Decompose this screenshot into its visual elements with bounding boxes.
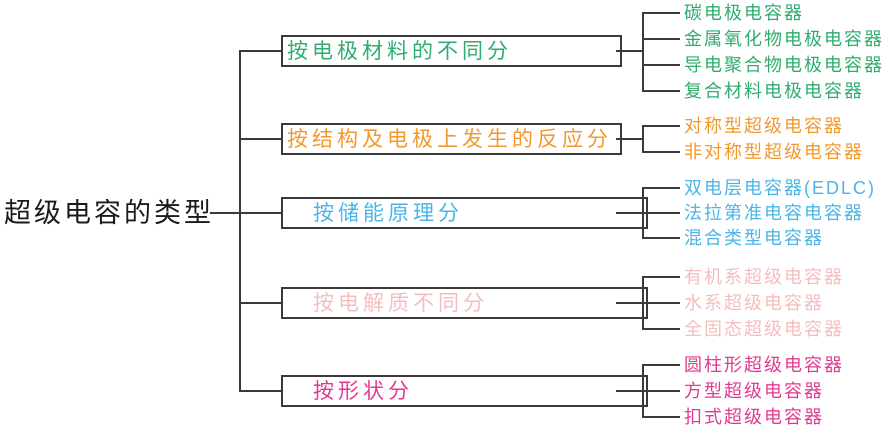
leaf-item: 双电层电容器(EDLC) bbox=[684, 178, 877, 198]
trunk-line bbox=[239, 50, 241, 392]
branch4-left-line bbox=[239, 302, 283, 304]
leaf-item: 法拉第准电容电容器 bbox=[684, 203, 864, 223]
leaf-item: 有机系超级电容器 bbox=[684, 267, 844, 287]
category-box-energy-storage-principle: 按储能原理分 bbox=[281, 197, 648, 229]
leaf-tick bbox=[642, 416, 680, 418]
category-box-electrode-material: 按电极材料的不同分 bbox=[281, 35, 622, 67]
category-label: 按形状分 bbox=[313, 379, 413, 403]
leaf-tick bbox=[642, 187, 680, 189]
branch5-left-line bbox=[239, 390, 283, 392]
leaf-tick bbox=[642, 302, 680, 304]
leaf-item: 扣式超级电容器 bbox=[684, 407, 824, 427]
branch2-left-line bbox=[239, 138, 283, 140]
branch5-right-line bbox=[616, 390, 643, 392]
leaf-tick bbox=[642, 276, 680, 278]
branch4-right-line bbox=[616, 302, 643, 304]
leaf-item: 非对称型超级电容器 bbox=[684, 142, 864, 162]
category-box-shape: 按形状分 bbox=[281, 375, 648, 407]
leaf-item: 导电聚合物电极电容器 bbox=[684, 55, 884, 75]
category-box-electrolyte: 按电解质不同分 bbox=[281, 287, 648, 319]
branch1-left-line bbox=[239, 50, 283, 52]
leaf-item: 混合类型电容器 bbox=[684, 228, 824, 248]
leaf-tick bbox=[642, 390, 680, 392]
leaf-item: 复合材料电极电容器 bbox=[684, 81, 864, 101]
leaf-item: 水系超级电容器 bbox=[684, 293, 824, 313]
branch1-right-line bbox=[616, 50, 643, 52]
leaf-tick bbox=[642, 364, 680, 366]
leaf-item: 方型超级电容器 bbox=[684, 381, 824, 401]
category-label: 按结构及电极上发生的反应分 bbox=[287, 127, 612, 151]
root-connector-line bbox=[210, 212, 283, 214]
leaf-item: 碳电极电容器 bbox=[684, 3, 804, 23]
leaf-tick bbox=[642, 237, 680, 239]
group1-bracket-line bbox=[642, 12, 644, 92]
leaf-tick bbox=[642, 12, 680, 14]
leaf-tick bbox=[642, 64, 680, 66]
group2-bracket-line bbox=[642, 125, 644, 153]
leaf-item: 金属氧化物电极电容器 bbox=[684, 29, 884, 49]
category-label: 按储能原理分 bbox=[313, 201, 463, 225]
leaf-item: 圆柱形超级电容器 bbox=[684, 355, 844, 375]
leaf-item: 对称型超级电容器 bbox=[684, 116, 844, 136]
leaf-tick bbox=[642, 125, 680, 127]
leaf-tick bbox=[642, 38, 680, 40]
leaf-tick bbox=[642, 328, 680, 330]
branch3-right-line bbox=[616, 212, 643, 214]
leaf-tick bbox=[642, 212, 680, 214]
category-label: 按电解质不同分 bbox=[313, 291, 488, 315]
leaf-item: 全固态超级电容器 bbox=[684, 319, 844, 339]
leaf-tick bbox=[642, 151, 680, 153]
leaf-tick bbox=[642, 90, 680, 92]
branch2-right-line bbox=[616, 138, 643, 140]
root-label: 超级电容的类型 bbox=[4, 198, 214, 228]
category-label: 按电极材料的不同分 bbox=[287, 39, 512, 63]
category-box-structure-reaction: 按结构及电极上发生的反应分 bbox=[281, 123, 622, 155]
